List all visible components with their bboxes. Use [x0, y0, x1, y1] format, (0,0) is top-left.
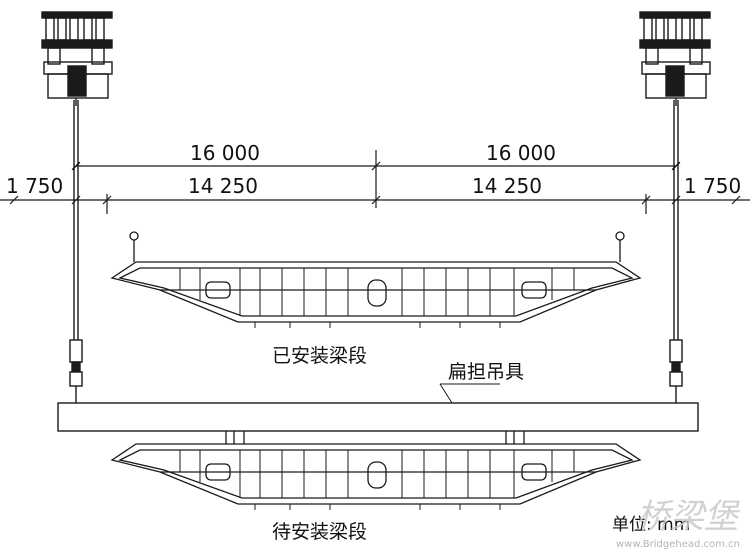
watermark-url: www.Bridgehead.com.cn: [616, 539, 740, 550]
right-cable-anchor: [669, 339, 683, 403]
right-lifting-jack: [639, 11, 711, 106]
left-lifting-jack: [41, 11, 113, 106]
dim-lower-left: 14 250: [188, 174, 258, 198]
spreader-hangers: [225, 431, 525, 444]
dim-upper-right: 16 000: [486, 141, 556, 165]
spreader-beam: [57, 402, 699, 432]
label-spreader-beam: 扁担吊具: [448, 361, 524, 383]
hanging-cables: [73, 100, 679, 340]
dim-upper-left: 16 000: [190, 141, 260, 165]
dim-lower-left-offset: 1 750: [6, 174, 63, 198]
label-unit: 单位: mm: [612, 515, 690, 535]
dimension-lines: [0, 150, 750, 214]
pending-girder-segment: [110, 443, 642, 510]
installed-girder-segment: [110, 231, 642, 328]
dim-lower-right: 14 250: [472, 174, 542, 198]
label-installed-segment: 已安装梁段: [272, 345, 367, 367]
watermark-logo: 桥梁堡: [636, 497, 741, 537]
watermark: 桥梁堡 www.Bridgehead.com.cn: [616, 497, 741, 550]
spreader-beam-leader-tail: [439, 383, 453, 404]
left-cable-anchor: [69, 339, 83, 403]
label-pending-segment: 待安装梁段: [272, 521, 367, 543]
dim-lower-right-offset: 1 750: [684, 174, 741, 198]
